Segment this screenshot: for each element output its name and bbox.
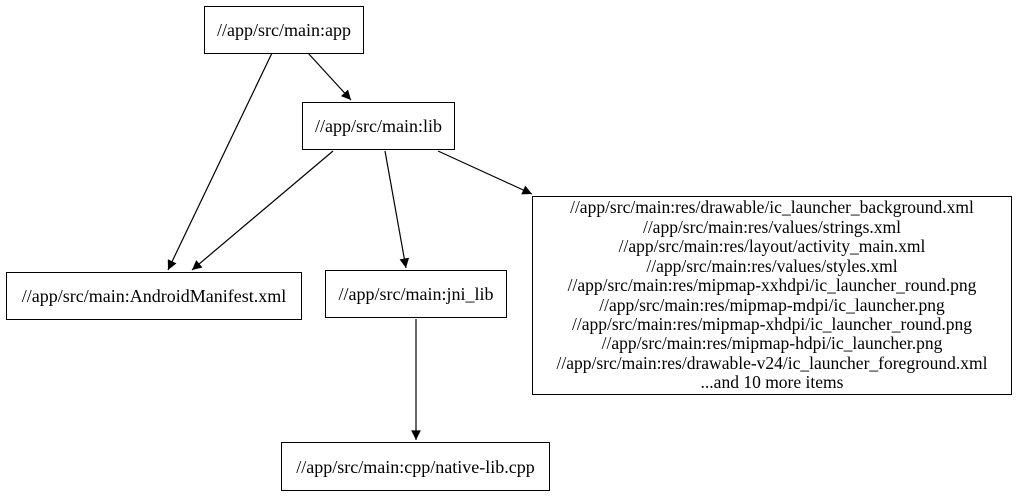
- graph-node-native-lib-cpp: //app/src/main:cpp/native-lib.cpp: [281, 442, 550, 491]
- node-label: //app/src/main:app: [217, 20, 351, 40]
- resource-item: //app/src/main:res/mipmap-xhdpi/ic_launc…: [572, 313, 972, 334]
- graph-node-lib: //app/src/main:lib: [302, 102, 455, 150]
- edge-lib-to-resources: [437, 150, 533, 195]
- resource-item: //app/src/main:res/values/strings.xml: [642, 216, 902, 237]
- graph-node-resources-group: //app/src/main:res/drawable/ic_launcher_…: [532, 196, 1012, 395]
- resource-item: //app/src/main:res/mipmap-mdpi/ic_launch…: [599, 294, 945, 315]
- graph-node-android-manifest: //app/src/main:AndroidManifest.xml: [6, 272, 302, 320]
- edge-lib-to-jni-lib: [384, 150, 410, 269]
- resource-item: //app/src/main:res/layout/activity_main.…: [618, 236, 926, 257]
- resource-more-items: ...and 10 more items: [700, 372, 844, 393]
- edge-lib-to-manifest: [191, 150, 334, 271]
- graph-node-app: //app/src/main:app: [204, 6, 364, 54]
- node-label: //app/src/main:cpp/native-lib.cpp: [296, 456, 535, 477]
- node-label: //app/src/main:jni_lib: [338, 284, 494, 304]
- edge-app-to-manifest: [167, 52, 273, 271]
- resource-item: //app/src/main:res/mipmap-xxhdpi/ic_laun…: [567, 275, 977, 296]
- resource-item: //app/src/main:res/drawable/ic_launcher_…: [570, 197, 974, 218]
- edge-app-to-lib: [307, 52, 352, 101]
- resource-item: //app/src/main:res/values/styles.xml: [646, 255, 898, 276]
- node-label: //app/src/main:AndroidManifest.xml: [21, 286, 287, 306]
- resource-item: //app/src/main:res/mipmap-hdpi/ic_launch…: [601, 333, 943, 354]
- node-label: //app/src/main:lib: [315, 116, 442, 136]
- graph-node-jni-lib: //app/src/main:jni_lib: [325, 270, 507, 318]
- resource-item: //app/src/main:res/drawable-v24/ic_launc…: [556, 352, 988, 373]
